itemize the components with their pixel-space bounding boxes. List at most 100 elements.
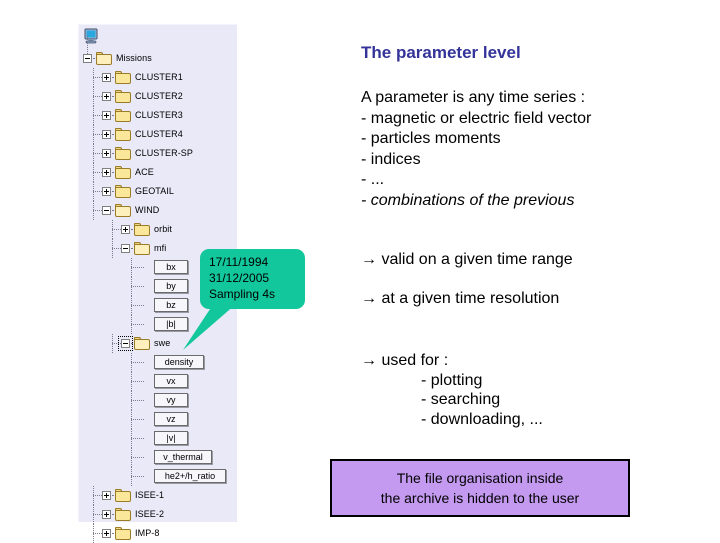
tree-connector-horizontal [131, 400, 144, 401]
expand-icon[interactable] [102, 130, 111, 139]
folder-closed-icon[interactable] [115, 527, 131, 540]
tree-connector-horizontal [131, 362, 144, 363]
folder-closed-icon[interactable] [115, 128, 131, 141]
tree-param-button[interactable]: |v| [154, 431, 188, 445]
definition-line: A parameter is any time series : [361, 89, 586, 106]
tree-connector-horizontal [112, 96, 116, 97]
tree-folder-row[interactable]: Missions [79, 35, 237, 68]
expand-icon[interactable] [121, 225, 130, 234]
tree-param-label: vy [166, 395, 176, 405]
tree-folder-row[interactable]: CLUSTER4 [79, 125, 237, 144]
tree-folder-label: ISEE-2 [135, 509, 165, 519]
folder-open-icon[interactable] [115, 204, 131, 217]
tree-folder-row[interactable]: GEOTAIL [79, 182, 237, 201]
callout-pointer [183, 300, 236, 350]
tree-param-button[interactable]: bx [154, 260, 188, 274]
folder-closed-icon[interactable] [134, 223, 150, 236]
tree-folder-row[interactable]: IMP-8 [79, 524, 237, 543]
expand-icon[interactable] [102, 149, 111, 158]
folder-tab [134, 337, 141, 340]
tree-param-row[interactable]: vx [79, 372, 237, 391]
collapse-icon[interactable] [118, 336, 133, 351]
tree-connector-horizontal [93, 495, 102, 496]
tree-folder-label: IMP-8 [135, 528, 160, 538]
tree-connector-horizontal [93, 58, 97, 59]
tree-folder-row[interactable]: ISEE-1 [79, 486, 237, 505]
definition-line: - magnetic or electric field vector [361, 109, 592, 127]
tree-param-button[interactable]: vy [154, 393, 188, 407]
tree-param-row[interactable]: bz [79, 296, 237, 315]
tree-folder-row[interactable]: CLUSTER1 [79, 68, 237, 87]
tree-folder-row[interactable]: orbit [79, 220, 237, 239]
folder-open-icon[interactable] [96, 52, 112, 65]
tree-param-label: density [164, 357, 194, 367]
tree-param-button[interactable]: density [154, 355, 204, 369]
tree-folder-row[interactable]: ACE [79, 163, 237, 182]
collapse-icon[interactable] [121, 244, 130, 253]
folder-closed-icon[interactable] [115, 147, 131, 160]
tree-param-row[interactable]: v_thermal [79, 448, 237, 467]
tree-param-label: by [166, 281, 176, 291]
tree-param-label: he2+/h_ratio [164, 471, 216, 481]
folder-open-icon[interactable] [134, 337, 150, 350]
usage-item: - downloading, ... [421, 410, 543, 428]
tree-folder-row[interactable]: CLUSTER3 [79, 106, 237, 125]
parameter-usage-list: → used for : - plotting- searching- down… [361, 351, 543, 429]
collapse-icon[interactable] [83, 54, 92, 63]
definition-line: - ... [361, 171, 385, 188]
expand-icon[interactable] [102, 510, 111, 519]
folder-tab [115, 147, 122, 150]
folder-tab [96, 52, 103, 55]
expand-icon[interactable] [102, 187, 111, 196]
tree-param-button[interactable]: he2+/h_ratio [154, 469, 226, 483]
tree-param-button[interactable]: v_thermal [154, 450, 212, 464]
tree-param-row[interactable]: vy [79, 391, 237, 410]
footer-line-2: the archive is hidden to the user [380, 490, 580, 506]
folder-closed-icon[interactable] [115, 185, 131, 198]
tree-param-button[interactable]: |b| [154, 317, 188, 331]
tree-param-button[interactable]: bz [154, 298, 188, 312]
folder-open-icon[interactable] [134, 242, 150, 255]
folder-body [115, 187, 131, 198]
tree-folder-label: CLUSTER1 [135, 72, 183, 82]
tree-folder-label: CLUSTER2 [135, 91, 183, 101]
tree-connector-horizontal [112, 134, 116, 135]
usage-heading: → used for : [361, 352, 449, 369]
expand-icon[interactable] [102, 491, 111, 500]
expand-icon[interactable] [102, 168, 111, 177]
tree-connector-horizontal [131, 267, 144, 268]
tree-param-row[interactable]: |b| [79, 315, 237, 334]
collapse-icon[interactable] [102, 206, 111, 215]
tree-folder-row[interactable]: CLUSTER-SP [79, 144, 237, 163]
tree-param-row[interactable]: vz [79, 410, 237, 429]
folder-closed-icon[interactable] [115, 508, 131, 521]
tree-param-row[interactable]: he2+/h_ratio [79, 467, 237, 486]
expand-icon[interactable] [102, 73, 111, 82]
folder-closed-icon[interactable] [115, 90, 131, 103]
tree-folder-row[interactable]: ISEE-2 [79, 505, 237, 524]
tree-param-button[interactable]: vz [154, 412, 188, 426]
tree-folder-row[interactable]: mfi [79, 239, 237, 258]
footer-line-1: The file organisation inside [396, 470, 564, 486]
tree-param-row[interactable]: bx [79, 258, 237, 277]
folder-closed-icon[interactable] [115, 71, 131, 84]
tree-folder-row[interactable]: WIND [79, 201, 237, 220]
folder-body [96, 54, 112, 65]
folder-tab [115, 71, 122, 74]
tree-param-button[interactable]: by [154, 279, 188, 293]
tree-param-button[interactable]: vx [154, 374, 188, 388]
folder-closed-icon[interactable] [115, 109, 131, 122]
tree-param-row[interactable]: by [79, 277, 237, 296]
folder-tab [134, 223, 141, 226]
folder-tab [115, 185, 122, 188]
tree-folder-row[interactable]: swe [79, 334, 237, 353]
folder-closed-icon[interactable] [115, 489, 131, 502]
expand-icon[interactable] [102, 111, 111, 120]
tree-param-row[interactable]: |v| [79, 429, 237, 448]
folder-closed-icon[interactable] [115, 166, 131, 179]
tree-folder-row[interactable]: CLUSTER2 [79, 87, 237, 106]
tree-param-row[interactable]: density [79, 353, 237, 372]
expand-icon[interactable] [102, 529, 111, 538]
expand-icon[interactable] [102, 92, 111, 101]
computer-icon [83, 28, 99, 44]
